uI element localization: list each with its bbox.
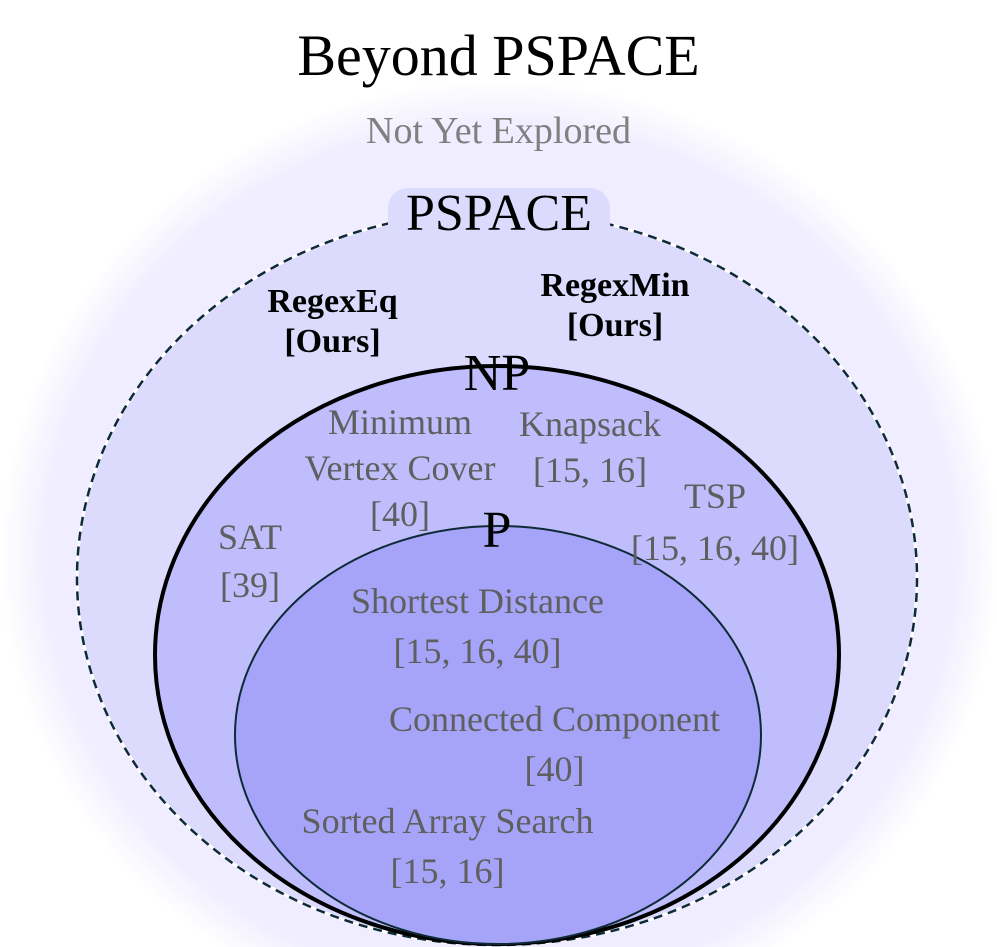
sorted-array-search-label: Sorted Array Search [15, 16] bbox=[275, 796, 620, 896]
shortest-distance-refs: [15, 16, 40] bbox=[393, 631, 562, 671]
regexmin-label: RegexMin [Ours] bbox=[515, 266, 715, 346]
regexeq-name: RegexEq bbox=[267, 283, 398, 320]
p-label: P bbox=[482, 502, 512, 559]
not-yet-explored-subtitle: Not Yet Explored bbox=[366, 110, 631, 152]
np-label: NP bbox=[463, 345, 531, 402]
connected-component-label: Connected Component [40] bbox=[362, 694, 747, 794]
sat-refs: [39] bbox=[220, 565, 280, 605]
regexeq-label: RegexEq [Ours] bbox=[240, 282, 425, 362]
regexeq-note: [Ours] bbox=[284, 323, 381, 360]
sat-label: SAT [39] bbox=[205, 513, 295, 609]
shortest-distance-name: Shortest Distance bbox=[351, 581, 604, 621]
p-ellipse bbox=[234, 525, 762, 945]
regexmin-name: RegexMin bbox=[540, 267, 690, 304]
connected-component-refs: [40] bbox=[524, 749, 585, 789]
sorted-array-search-refs: [15, 16] bbox=[390, 851, 505, 891]
sorted-array-search-name: Sorted Array Search bbox=[301, 801, 594, 841]
tsp-refs: [15, 16, 40] bbox=[631, 528, 799, 568]
beyond-pspace-title: Beyond PSPACE bbox=[297, 23, 700, 88]
minimum-vertex-cover-label: Minimum Vertex Cover [40] bbox=[285, 399, 515, 537]
knapsack-refs: [15, 16] bbox=[533, 450, 647, 490]
knapsack-label: Knapsack [15, 16] bbox=[505, 401, 675, 493]
mvc-line2: Vertex Cover bbox=[304, 448, 496, 488]
sat-name: SAT bbox=[217, 517, 283, 557]
shortest-distance-label: Shortest Distance [15, 16, 40] bbox=[320, 576, 635, 676]
knapsack-name: Knapsack bbox=[519, 404, 661, 444]
tsp-name: TSP bbox=[683, 476, 747, 516]
mvc-refs: [40] bbox=[370, 494, 430, 534]
pspace-label: PSPACE bbox=[388, 188, 610, 240]
mvc-line1: Minimum bbox=[327, 402, 473, 442]
regexmin-note: [Ours] bbox=[566, 307, 664, 344]
tsp-label: TSP [15, 16, 40] bbox=[615, 470, 815, 574]
connected-component-name: Connected Component bbox=[389, 699, 720, 739]
